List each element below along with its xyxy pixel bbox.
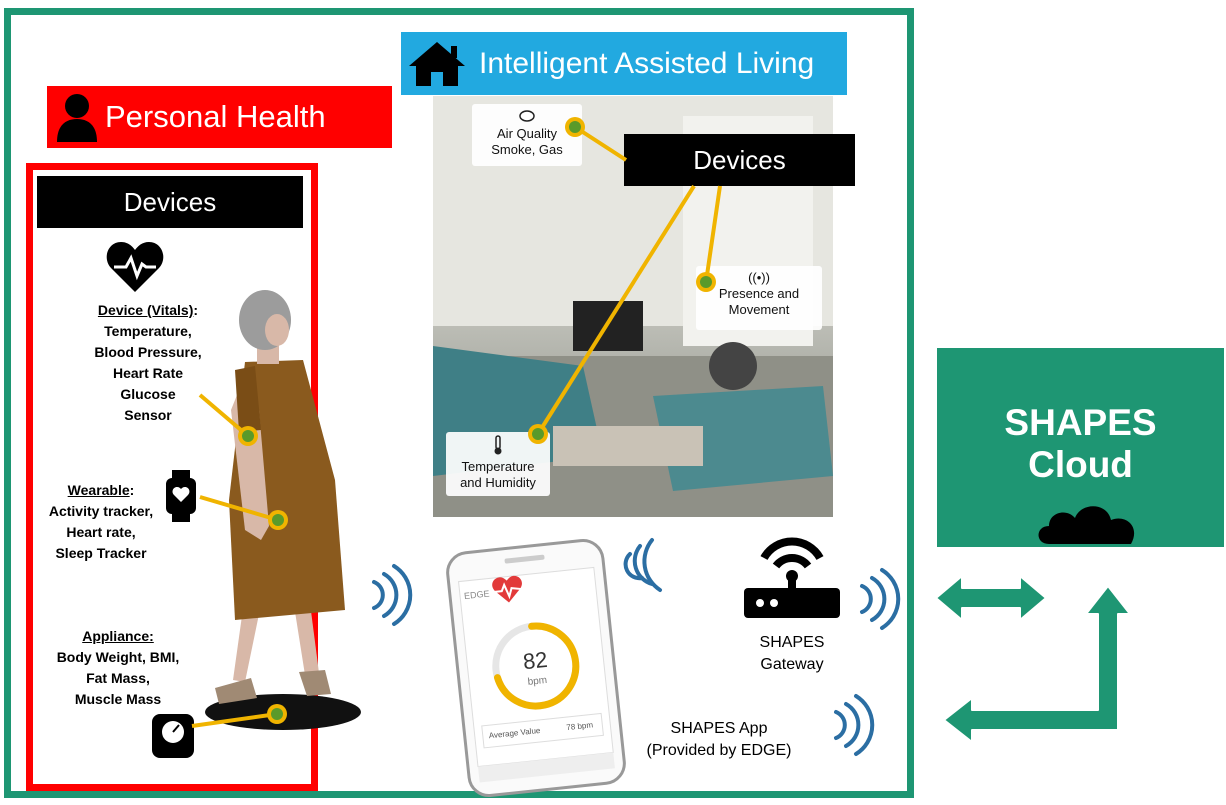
smartphone: EDGE 82 bpm Average Value 78 bpm bbox=[443, 536, 628, 799]
personal-health-banner: Personal Health bbox=[47, 86, 392, 148]
temperature-line: Temperature bbox=[461, 459, 535, 474]
appliance-line: Muscle Mass bbox=[74, 691, 162, 707]
cloud-title-line1: SHAPES bbox=[1004, 402, 1157, 443]
app-caption-line: (Provided by EDGE) bbox=[646, 742, 792, 759]
living-devices-label: Devices bbox=[693, 144, 786, 175]
appliance-line: Fat Mass, bbox=[86, 670, 150, 686]
assisted-living-title: Intelligent Assisted Living bbox=[479, 46, 815, 80]
vitals-heading: Device (Vitals) bbox=[97, 302, 194, 318]
presence-card: ((•)) Presence and Movement bbox=[696, 266, 822, 330]
wearable-heading: Wearable bbox=[67, 482, 130, 498]
wearable-label: Wearable: Activity tracker, Heart rate, … bbox=[40, 480, 162, 564]
presence-line: Movement bbox=[728, 302, 790, 317]
cloud-icon bbox=[1038, 506, 1135, 544]
wifi-waves-icon bbox=[834, 694, 875, 756]
app-caption-line: SHAPES App bbox=[670, 720, 768, 737]
air-quality-line: Air Quality bbox=[497, 126, 557, 141]
temperature-line: and Humidity bbox=[460, 475, 536, 490]
presence-sensor-icon: ((•)) bbox=[748, 270, 770, 285]
wearable-line: Sleep Tracker bbox=[55, 545, 147, 561]
wifi-waves-icon bbox=[860, 568, 901, 630]
assisted-living-banner: Intelligent Assisted Living bbox=[401, 32, 847, 95]
gateway-caption: SHAPES Gateway bbox=[740, 632, 844, 676]
gateway-router-icon bbox=[744, 537, 840, 618]
vitals-line: Heart Rate bbox=[112, 365, 184, 381]
person-icon bbox=[57, 94, 97, 142]
vitals-label: Device (Vitals): Temperature, Blood Pres… bbox=[60, 300, 236, 426]
appliance-heading: Appliance: bbox=[82, 628, 154, 644]
weighing-scale-icon bbox=[152, 714, 194, 758]
vitals-line: Glucose bbox=[120, 386, 176, 402]
double-arrow-icon bbox=[935, 575, 1047, 621]
shapes-cloud-box: SHAPES Cloud bbox=[937, 348, 1224, 547]
wifi-waves-icon bbox=[623, 538, 662, 592]
return-arrow-icon bbox=[943, 585, 1131, 743]
living-devices-header: Devices bbox=[624, 134, 855, 186]
phone-body bbox=[446, 538, 626, 798]
appliance-line: Body Weight, BMI, bbox=[56, 649, 180, 665]
vitals-line: Sensor bbox=[124, 407, 172, 423]
air-quality-card: Air Quality Smoke, Gas bbox=[472, 104, 582, 166]
cloud-title-line2: Cloud bbox=[1028, 444, 1133, 485]
wifi-waves-icon bbox=[372, 564, 413, 626]
vitals-line: Temperature, bbox=[104, 323, 192, 339]
wearable-line: Heart rate, bbox=[66, 524, 136, 540]
appliance-label: Appliance: Body Weight, BMI, Fat Mass, M… bbox=[40, 626, 196, 710]
presence-line: Presence and bbox=[718, 286, 800, 301]
personal-devices-header: Devices bbox=[37, 176, 303, 228]
wearable-line: Activity tracker, bbox=[48, 503, 154, 519]
smoke-detector-icon bbox=[519, 110, 535, 122]
system-frame bbox=[4, 8, 914, 798]
air-quality-line: Smoke, Gas bbox=[491, 142, 563, 157]
app-caption: SHAPES App (Provided by EDGE) bbox=[624, 718, 814, 762]
smartwatch-icon bbox=[166, 470, 196, 522]
home-icon bbox=[409, 42, 465, 86]
personal-devices-label: Devices bbox=[123, 186, 217, 217]
vitals-line: Blood Pressure, bbox=[94, 344, 202, 360]
personal-health-title: Personal Health bbox=[105, 99, 326, 134]
thermometer-icon bbox=[494, 435, 502, 455]
temperature-card: Temperature and Humidity bbox=[446, 432, 550, 496]
heart-monitor-icon bbox=[106, 242, 164, 292]
heart-rate-gauge-arc bbox=[493, 622, 580, 710]
gateway-caption-line: Gateway bbox=[760, 656, 824, 673]
gateway-caption-line: SHAPES bbox=[759, 634, 825, 651]
